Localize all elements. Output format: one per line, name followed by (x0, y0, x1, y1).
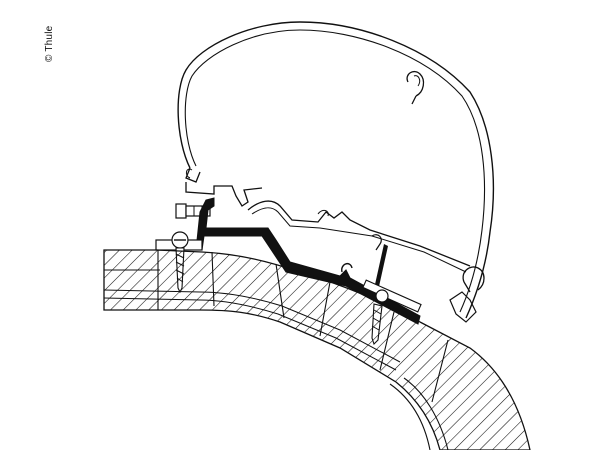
awning-cassette-inner (184, 29, 486, 313)
cassette-rear-profile (185, 167, 263, 207)
roof-section (103, 249, 531, 450)
roof-ceiling-curve (389, 377, 449, 450)
roof-joints (157, 250, 449, 403)
awning-cassette-outer (177, 21, 495, 319)
cassette-bottom (247, 200, 471, 267)
lower-hook (462, 266, 485, 293)
roof-adapter-bracket (195, 197, 421, 325)
copyright-label: © Thule (44, 25, 55, 62)
upper-hook (406, 70, 425, 105)
front-bar (449, 291, 477, 323)
